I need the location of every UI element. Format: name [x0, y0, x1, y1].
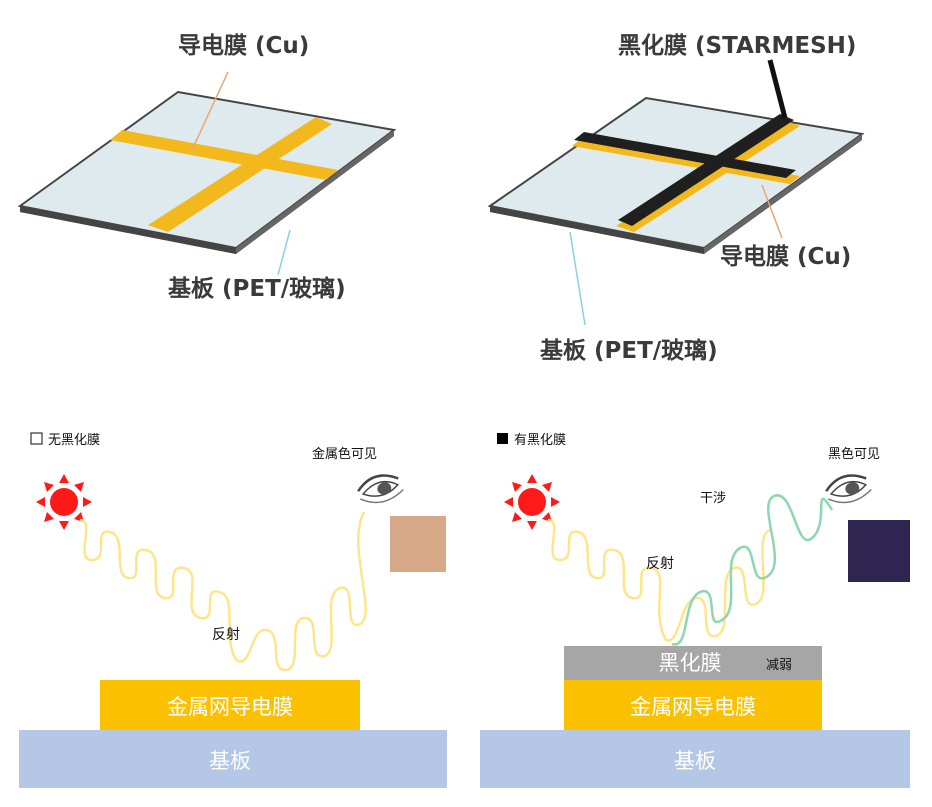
leader-line-substrate [569, 231, 586, 326]
substrate-label: 基板 (PET/玻璃) [540, 337, 718, 364]
substrate-layer [19, 730, 447, 788]
bottom-left-panel: 无黑化膜 金属色可见 反射 金属网导电膜 基板 [19, 432, 447, 788]
leader-line-conductive [191, 71, 229, 151]
metal-mesh-layer [100, 680, 360, 730]
legend-label: 有黑化膜 [514, 433, 566, 448]
metal-mesh-label: 金属网导电膜 [630, 695, 756, 719]
view-label: 黑色可见 [828, 446, 880, 462]
eye-icon [354, 469, 407, 509]
interference-light-wave [671, 494, 834, 646]
legend-filled-square [497, 433, 508, 444]
substrate-label: 基板 [209, 749, 251, 773]
incident-light-wave [79, 518, 238, 661]
view-label: 金属色可见 [312, 446, 377, 462]
eye-icon [822, 469, 875, 509]
interference-label: 干涉 [700, 491, 726, 506]
reflected-light-wave [665, 528, 771, 642]
metal-color-swatch [390, 516, 446, 572]
leader-line-blackened [767, 59, 788, 119]
leader-line-substrate [277, 229, 291, 276]
reflection-label: 反射 [646, 556, 674, 572]
copper-mesh-cross [110, 117, 338, 232]
conductive-film-label: 导电膜 (Cu) [178, 33, 309, 59]
metal-mesh-layer [564, 680, 822, 730]
blackened-film-label: 黑化膜 (STARMESH) [618, 32, 856, 59]
leader-line-conductive [761, 184, 783, 239]
legend-empty-square [30, 432, 43, 445]
substrate-label: 基板 (PET/玻璃) [168, 275, 346, 302]
blackened-mesh-cross [574, 114, 796, 226]
substrate-layer [480, 730, 910, 788]
incident-light-wave [547, 518, 668, 641]
attenuation-label: 减弱 [766, 658, 792, 673]
substrate-label: 基板 [674, 749, 716, 773]
black-color-swatch [848, 520, 910, 582]
top-left-panel: 导电膜 (Cu) 基板 (PET/玻璃) [17, 33, 397, 302]
legend-label: 无黑化膜 [48, 433, 100, 448]
blackened-layer [564, 646, 822, 680]
blackened-layer-label: 黑化膜 [659, 651, 722, 675]
reflection-label: 反射 [212, 627, 240, 643]
reflected-light-wave [235, 511, 367, 672]
conductive-film-label: 导电膜 (Cu) [720, 244, 851, 270]
top-right-panel: 黑化膜 (STARMESH) 导电膜 (Cu) 基板 (PET/玻璃) [487, 32, 865, 364]
substrate-plate [487, 96, 865, 254]
bottom-right-panel: 有黑化膜 黑色可见 干涉 反射 黑化膜 减弱 金属网导电膜 基板 [480, 433, 910, 788]
metal-mesh-label: 金属网导电膜 [167, 695, 293, 719]
